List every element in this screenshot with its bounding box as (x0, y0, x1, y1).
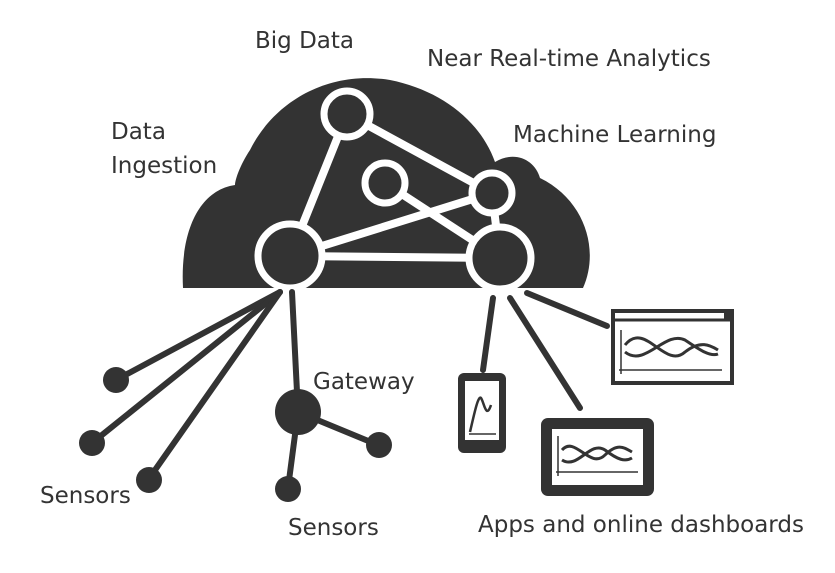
gateway-icon (275, 389, 321, 435)
sensor-icon (366, 432, 392, 458)
sensor-icon (275, 476, 301, 502)
label-machine-learning: Machine Learning (513, 122, 717, 148)
network-node-icon (320, 87, 374, 141)
label-sensors-left: Sensors (40, 483, 131, 509)
tablet-icon (541, 418, 654, 496)
label-data-ingestion-line1: Data (111, 119, 166, 145)
phone-icon (458, 373, 506, 453)
label-big-data: Big Data (255, 28, 354, 54)
label-sensors-bottom: Sensors (288, 515, 379, 541)
label-data-ingestion-line2: Ingestion (111, 153, 218, 179)
network-node-icon (361, 159, 409, 207)
sensor-icon (79, 430, 105, 456)
label-gateway: Gateway (313, 369, 415, 395)
sensor-icon (103, 367, 129, 393)
network-node-icon (468, 169, 516, 217)
desktop-dashboard-icon (611, 309, 734, 385)
network-node-icon (465, 223, 535, 293)
device-links (480, 290, 610, 411)
label-near-real-time-analytics: Near Real-time Analytics (427, 46, 711, 72)
label-apps-dashboards: Apps and online dashboards (478, 512, 804, 538)
network-node-icon (254, 220, 326, 292)
sensor-icon (136, 467, 162, 493)
